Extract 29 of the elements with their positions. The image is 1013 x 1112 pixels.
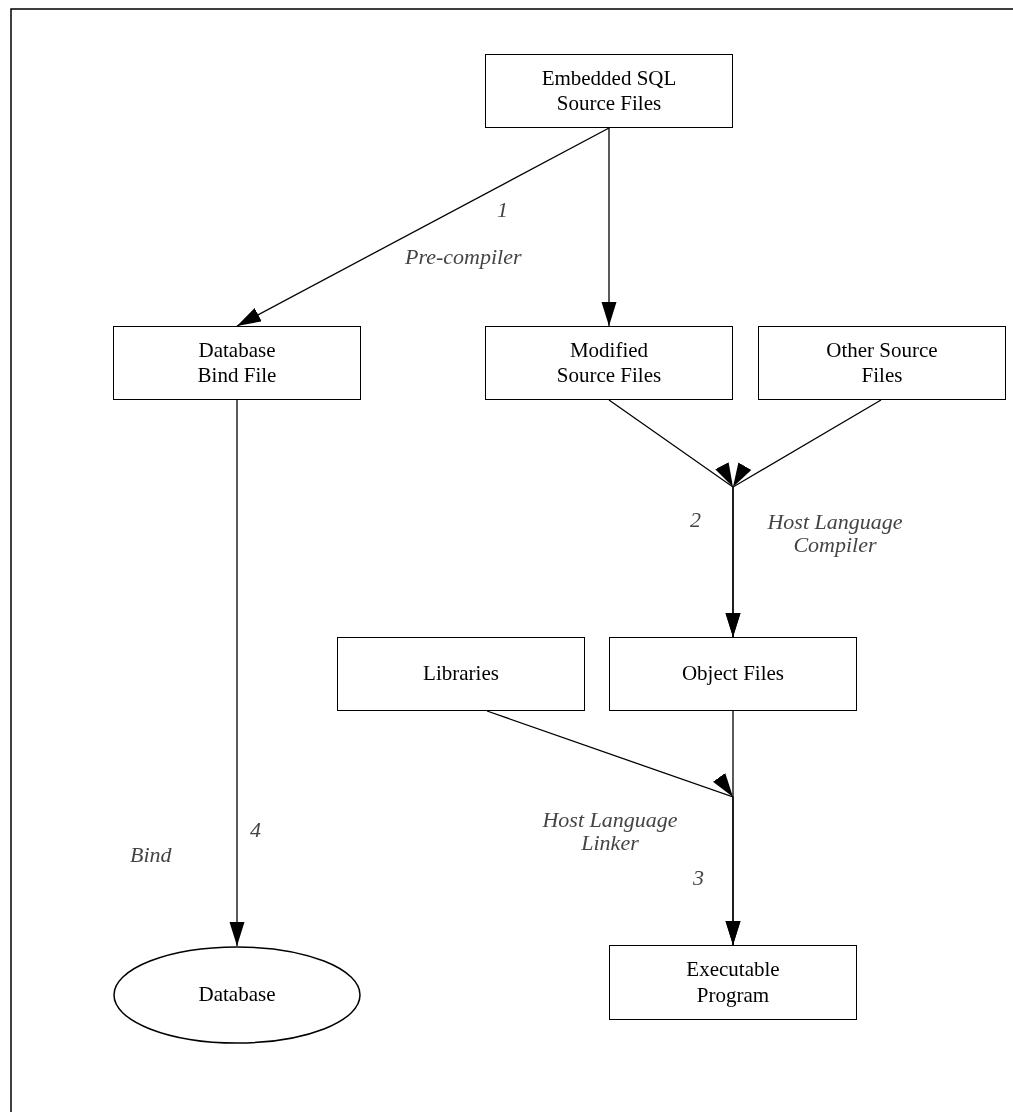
process-box — [609, 637, 857, 711]
step-label: Host Language Compiler — [766, 510, 904, 557]
node-label: Libraries — [423, 661, 499, 687]
process-box — [485, 326, 733, 400]
process-box — [758, 326, 1006, 400]
node-label: Modified Source Files — [555, 337, 663, 389]
process-box — [337, 637, 585, 711]
arrow — [229, 399, 245, 947]
arrow — [486, 710, 741, 946]
database-ellipse — [113, 946, 361, 1044]
arrow — [725, 399, 882, 638]
step-label: 3 — [693, 866, 704, 890]
step-label: Pre-compiler — [405, 245, 522, 269]
step-label: 4 — [250, 818, 261, 842]
process-box — [609, 945, 857, 1020]
process-box — [485, 54, 733, 128]
node-label: Object Files — [681, 661, 785, 687]
node-label: Database — [198, 982, 276, 1008]
step-label: 1 — [497, 198, 508, 222]
arrow — [601, 127, 617, 327]
step-label: 2 — [690, 508, 701, 532]
step-label: Host Language Linker — [541, 808, 679, 855]
process-box — [113, 326, 361, 400]
node-label: Database Bind File — [196, 337, 278, 389]
arrow — [236, 127, 610, 327]
node-label: Embedded SQL Source Files — [540, 65, 678, 117]
node-label: Executable Program — [685, 957, 781, 1008]
step-label: Bind — [130, 843, 172, 867]
node-label: Other Source Files — [825, 337, 939, 389]
